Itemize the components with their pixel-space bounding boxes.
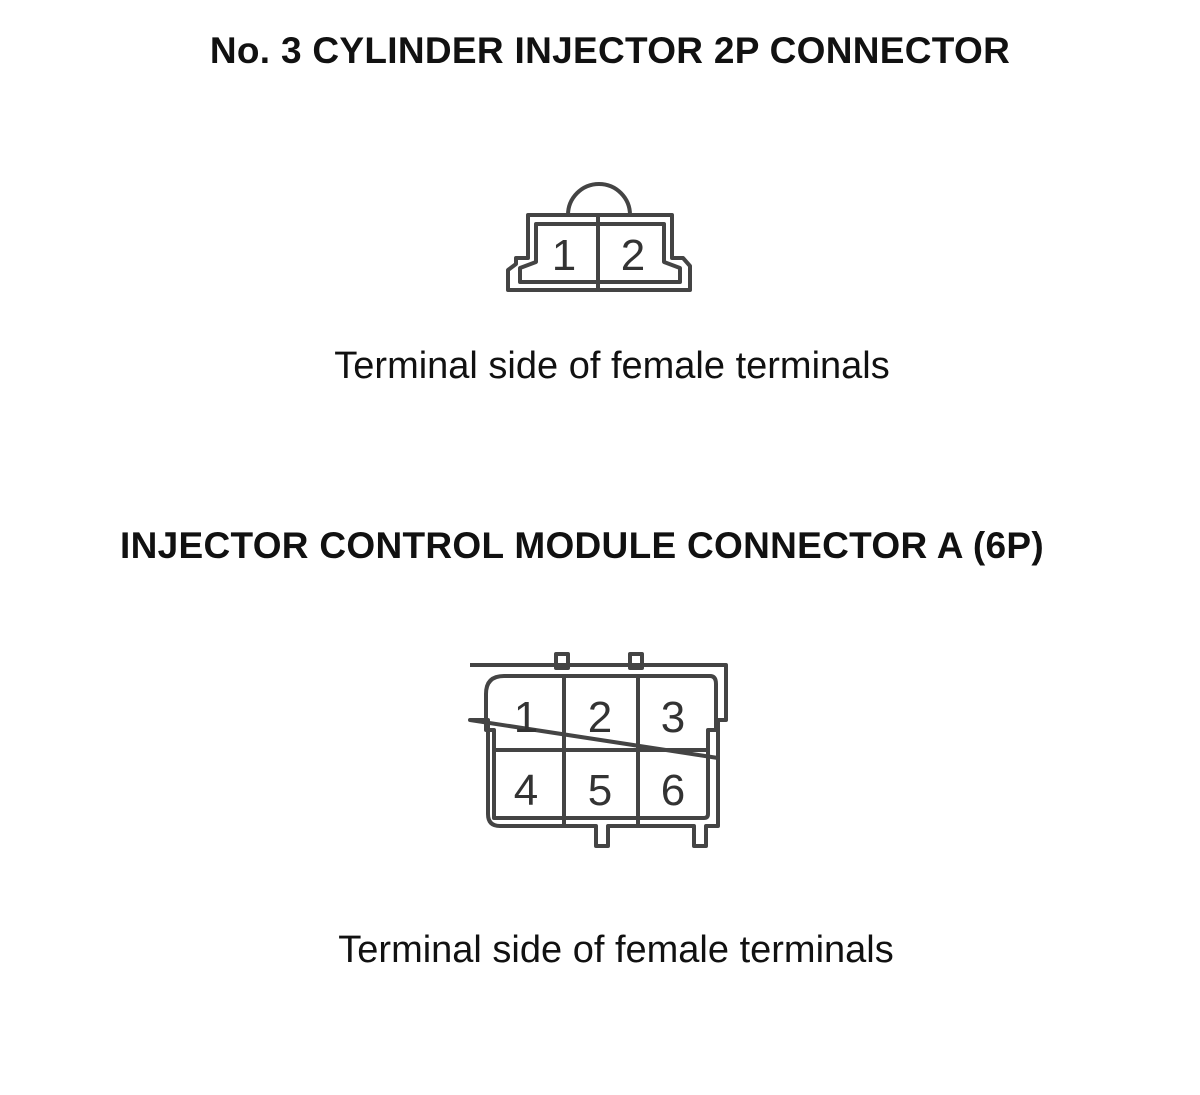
connector-2p-caption: Terminal side of female terminals bbox=[334, 345, 890, 387]
terminal-2p-2: 2 bbox=[621, 231, 645, 280]
terminal-6p-2: 2 bbox=[588, 693, 612, 742]
terminal-6p-5: 5 bbox=[588, 766, 612, 815]
connector-6p-title: INJECTOR CONTROL MODULE CONNECTOR A (6P) bbox=[120, 525, 1045, 566]
terminal-6p-6: 6 bbox=[661, 766, 685, 815]
terminal-6p-4: 4 bbox=[514, 766, 538, 815]
connector-2p-diagram: 1 2 bbox=[506, 182, 692, 292]
terminal-2p-1: 1 bbox=[552, 231, 576, 280]
terminal-6p-3: 3 bbox=[661, 693, 685, 742]
connector-2p-title: No. 3 CYLINDER INJECTOR 2P CONNECTOR bbox=[209, 30, 1011, 71]
connector-6p-diagram: 1 2 3 4 5 6 bbox=[468, 652, 728, 848]
terminal-6p-1: 1 bbox=[514, 693, 538, 742]
connector-6p-caption: Terminal side of female terminals bbox=[338, 929, 894, 971]
